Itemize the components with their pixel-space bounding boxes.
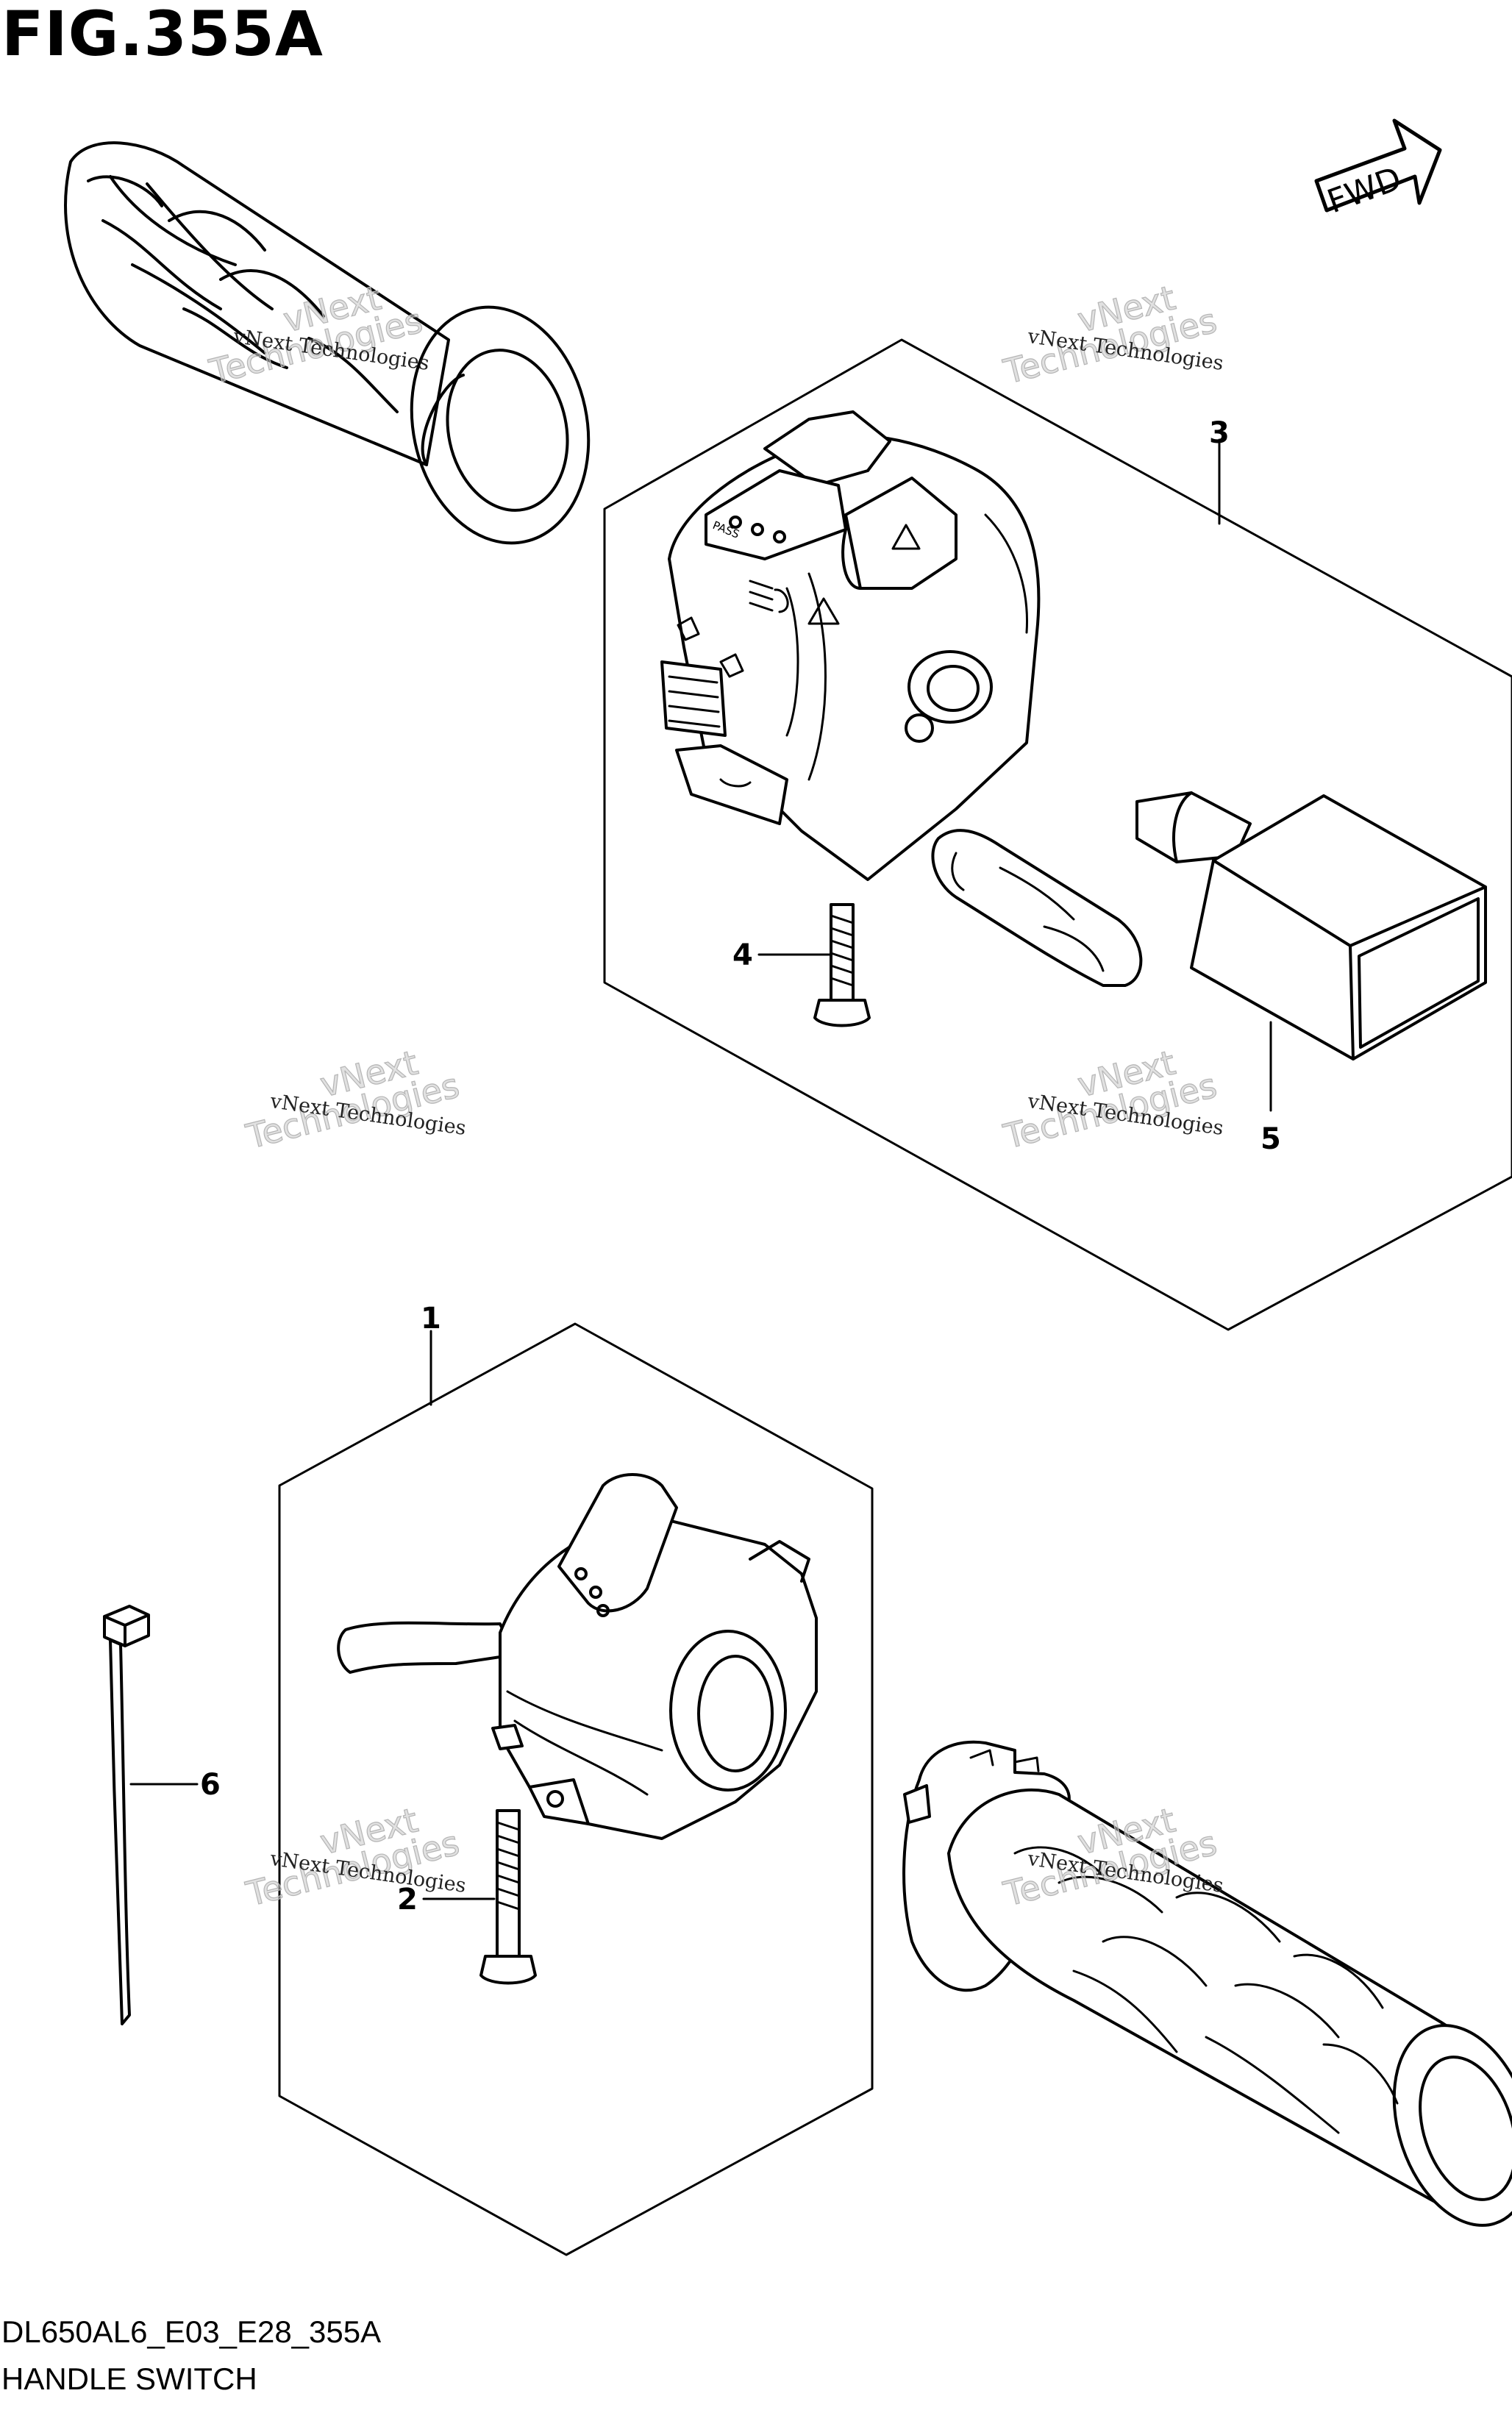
right-handle-switch: PASS [660,410,1143,987]
callout-5: 5 [1260,1122,1281,1156]
callout-4: 4 [732,938,753,972]
connector-cover-item-5 [1135,791,1487,1060]
fwd-arrow-icon: FWD [1314,118,1442,221]
left-switch-kit-outline [278,1322,874,2256]
figure-title: FIG.355A [1,0,324,70]
switch-assembly-kit-outline [603,338,1512,1331]
cable-tie-item-6 [103,1605,150,2025]
left-handlebar-grip [64,141,591,545]
figure-name: HANDLE SWITCH [1,2361,257,2396]
callout-3: 3 [1209,416,1230,450]
screw-item-2 [479,1809,537,1985]
right-handlebar-grip [902,1740,1512,2227]
screw-item-4 [813,903,871,1027]
callout-2: 2 [397,1883,418,1917]
figure-code: DL650AL6_E03_E28_355A [1,2314,382,2349]
left-handle-switch [337,1473,818,1840]
callout-6: 6 [200,1768,221,1802]
callout-1: 1 [421,1302,441,1336]
